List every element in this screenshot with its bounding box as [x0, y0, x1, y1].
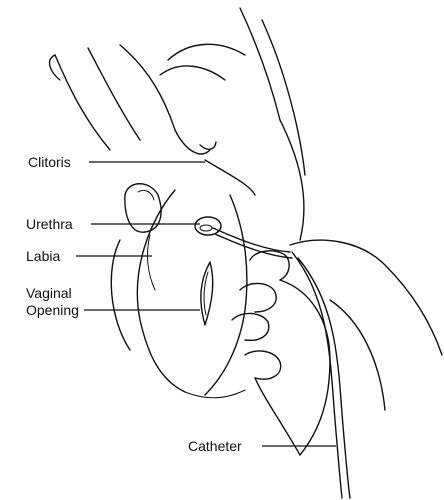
- label-catheter: Catheter: [188, 438, 242, 454]
- anatomy-illustration: [50, 8, 442, 498]
- label-vaginal-opening-line2: Opening: [26, 302, 79, 318]
- label-vaginal-opening-line1: Vaginal: [26, 285, 72, 301]
- diagram-labels: Clitoris Urethra Labia Vaginal Opening C…: [26, 154, 242, 454]
- label-clitoris: Clitoris: [28, 154, 71, 170]
- leader-lines: [76, 162, 336, 446]
- label-urethra: Urethra: [26, 216, 73, 232]
- label-labia: Labia: [26, 248, 60, 264]
